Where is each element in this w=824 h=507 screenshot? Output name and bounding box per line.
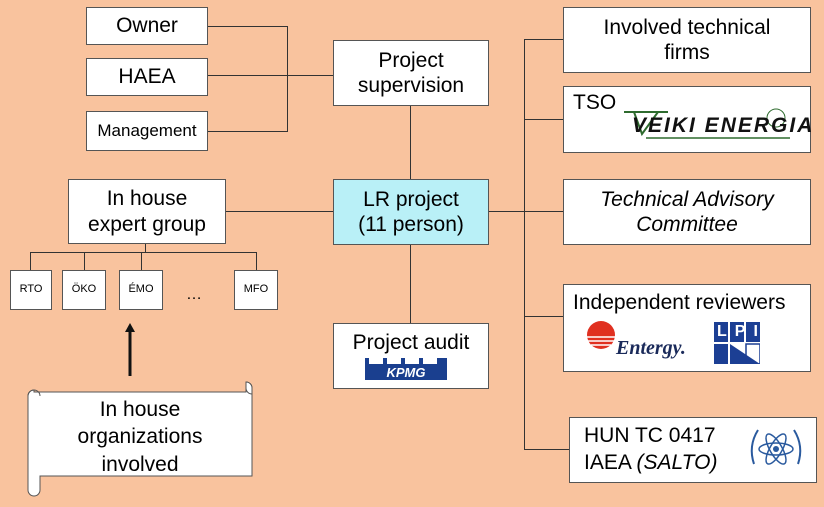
- iaea-label: IAEA (SALTO): [584, 451, 717, 475]
- connector-line: [488, 211, 524, 212]
- unit-box-mfo: MFO: [234, 270, 278, 310]
- tso-box: [563, 86, 811, 153]
- connector-line: [207, 75, 287, 76]
- connector-line: [226, 211, 333, 212]
- entergy-logo: Entergy.: [584, 320, 702, 364]
- connector-line: [524, 449, 569, 450]
- unit-label: MFO: [243, 283, 269, 296]
- project-audit-label: Project audit: [352, 331, 470, 354]
- connector-line: [141, 252, 142, 278]
- connector-line: [524, 39, 525, 449]
- technical-advisory-committee-box: Technical Advisory Committee: [563, 179, 811, 245]
- involved-technical-firms-box: Involved technical firms: [563, 7, 811, 73]
- in-house-organizations-label: In house organizations involved: [77, 398, 203, 476]
- unit-label: ÉMO: [128, 283, 154, 296]
- connector-line: [410, 106, 411, 180]
- connector-line: [256, 252, 257, 278]
- in-house-expert-group-box: In house expert group: [68, 179, 226, 244]
- involved-technical-firms-label: Involved technical firms: [603, 15, 771, 64]
- veiki-logo: VEIKI ENERGIA: [624, 108, 812, 144]
- lpi-logo: LPI: [714, 322, 760, 364]
- connector-line: [524, 119, 564, 120]
- kpmg-logo: KPMG: [365, 358, 447, 380]
- haea-label: HAEA: [118, 65, 176, 89]
- connector-line: [524, 211, 564, 212]
- project-supervision-label: Project supervision: [357, 48, 465, 97]
- tso-label: TSO: [573, 91, 617, 114]
- iaea-emblem-icon: [750, 429, 802, 465]
- project-supervision-box: Project supervision: [333, 40, 489, 106]
- unit-box-oko: ÖKO: [62, 270, 106, 310]
- connector-line: [410, 245, 411, 323]
- connector-line: [207, 26, 287, 27]
- lr-project-label: LR project (11 person): [358, 187, 464, 236]
- technical-advisory-committee-label: Technical Advisory Committee: [600, 187, 774, 236]
- connector-line: [524, 39, 564, 40]
- connector-line: [30, 252, 31, 278]
- lpi-logo-text: LPI: [717, 323, 766, 340]
- owner-box: Owner: [86, 7, 208, 45]
- lr-project-box: LR project (11 person): [333, 179, 489, 245]
- connector-line: [145, 244, 146, 252]
- veiki-logo-text: VEIKI ENERGIA: [632, 114, 815, 137]
- owner-label: Owner: [116, 14, 178, 38]
- iaea-prefix: IAEA: [584, 451, 637, 474]
- scroll-shape: [27, 381, 253, 497]
- iaea-salto: (SALTO): [636, 451, 718, 474]
- unit-label: RTO: [19, 283, 43, 296]
- connector-line: [287, 75, 333, 76]
- units-ellipsis: …: [186, 286, 202, 303]
- up-arrow-icon: [125, 323, 135, 376]
- management-box: Management: [86, 111, 208, 151]
- connector-line: [207, 131, 287, 132]
- haea-box: HAEA: [86, 58, 208, 96]
- connector-line: [524, 316, 564, 317]
- hun-tc-label: HUN TC 0417: [584, 424, 716, 447]
- connector-line: [287, 26, 288, 132]
- in-house-expert-group-label: In house expert group: [88, 187, 206, 236]
- unit-box-rto: RTO: [10, 270, 52, 310]
- unit-box-emo: ÉMO: [119, 270, 163, 310]
- connector-line: [84, 252, 85, 278]
- unit-label: ÖKO: [71, 283, 97, 296]
- kpmg-logo-text: KPMG: [386, 365, 426, 380]
- independent-reviewers-label: Independent reviewers: [573, 291, 786, 314]
- entergy-logo-text: Entergy.: [616, 337, 686, 359]
- management-label: Management: [97, 120, 197, 140]
- project-audit-box: Project audit: [333, 323, 489, 389]
- connector-line: [30, 252, 256, 253]
